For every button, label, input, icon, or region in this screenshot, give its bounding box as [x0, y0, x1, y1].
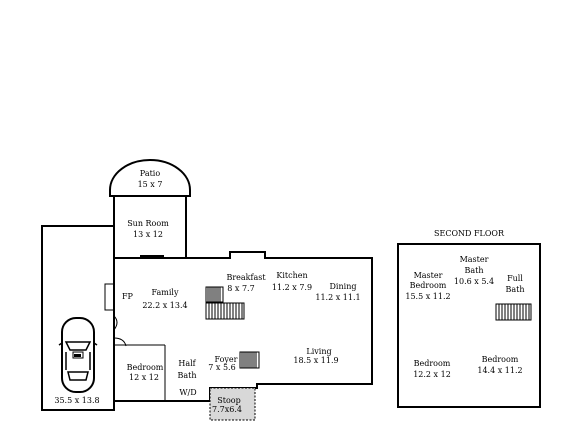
- bedroom1-name: Bedroom: [127, 363, 164, 372]
- stoop-size: 7.7x6.4: [212, 405, 242, 414]
- dining-size: 11.2 x 11.1: [315, 293, 360, 302]
- fp-label: FP: [122, 292, 134, 301]
- halfbath-name-line1: Half: [178, 359, 196, 368]
- bedroom2-name: Bedroom: [414, 359, 451, 368]
- kitchen-name: Kitchen: [276, 271, 307, 280]
- car-icon: [58, 317, 98, 393]
- breakfast-name: Breakfast: [226, 273, 266, 282]
- patio-size: 15 x 7: [138, 180, 163, 189]
- second-floor-title: SECOND FLOOR: [434, 229, 505, 238]
- master-bath-size: 10.6 x 5.4: [454, 277, 494, 286]
- bedroom-door: [113, 337, 127, 347]
- family-name: Family: [152, 288, 179, 297]
- garage-size: 35.5 x 13.8: [54, 396, 99, 405]
- second-floor: SECOND FLOOR Master Bedroom 15.5 x 11.2 …: [397, 229, 541, 408]
- stairs-breakfast: [205, 286, 245, 320]
- family-door: [113, 315, 118, 331]
- master-bedroom-name-line2: Bedroom: [410, 281, 447, 290]
- first-floor: Patio 15 x 7 Sun Room 13 x 12 Family 22.…: [41, 159, 373, 421]
- bedroom3-name: Bedroom: [482, 355, 519, 364]
- stairs-second-floor: [495, 303, 532, 321]
- full-bath-name-line2: Bath: [505, 285, 524, 294]
- bedroom3-size: 14.4 x 11.2: [477, 366, 522, 375]
- breakfast-size: 8 x 7.7: [227, 284, 254, 293]
- stoop-name: Stoop: [217, 396, 240, 405]
- halfbath-name-line2: Bath: [177, 371, 196, 380]
- wd-label: W/D: [179, 388, 196, 397]
- sunroom-size: 13 x 12: [133, 230, 163, 239]
- stoop: [209, 387, 256, 421]
- kitchen-size: 11.2 x 7.9: [272, 283, 312, 292]
- sunroom-name: Sun Room: [127, 219, 169, 228]
- master-bath-name-line2: Bath: [464, 266, 483, 275]
- second-floor-outline: [397, 243, 541, 408]
- family-size: 22.2 x 13.4: [142, 301, 187, 310]
- master-bedroom-size: 15.5 x 11.2: [405, 292, 450, 301]
- foyer-size: 7 x 5.6: [208, 363, 235, 372]
- stairs-foyer: [239, 351, 260, 369]
- full-bath-name-line1: Full: [507, 274, 523, 283]
- master-bath-name-line1: Master: [460, 255, 489, 264]
- bedroom2-size: 12.2 x 12: [413, 370, 451, 379]
- master-bedroom-name-line1: Master: [414, 271, 443, 280]
- bedroom1-size: 12 x 12: [129, 373, 159, 382]
- dining-name: Dining: [330, 282, 357, 291]
- living-size: 18.5 x 11.9: [293, 356, 338, 365]
- garage-outline: [41, 225, 115, 411]
- patio-outline: [109, 159, 191, 197]
- patio-name: Patio: [140, 169, 161, 178]
- fireplace: [104, 283, 115, 311]
- living-name: Living: [306, 347, 331, 356]
- foyer-name: Foyer: [214, 355, 237, 364]
